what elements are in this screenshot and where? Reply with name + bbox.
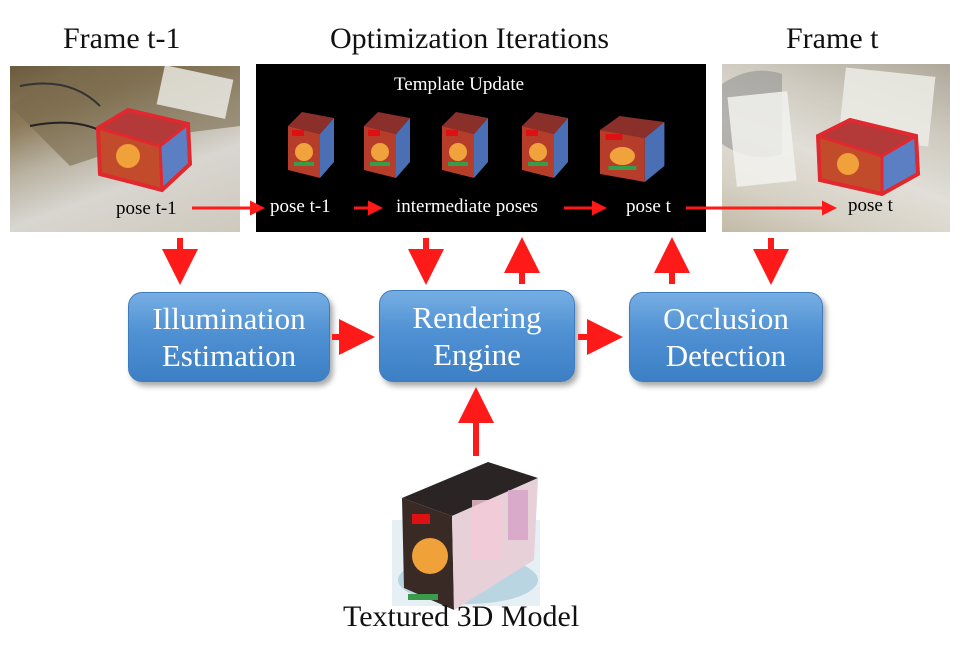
frame-curr-title: Frame t (786, 22, 879, 55)
occlusion-line-1: Occlusion (663, 301, 789, 336)
tracked-product-prev (95, 107, 193, 193)
rendering-line-1: Rendering (412, 300, 542, 335)
frame-prev-photo: pose t-1 (10, 66, 240, 232)
frame-prev-title: Frame t-1 (63, 22, 181, 55)
occlusion-line-2: Detection (665, 338, 787, 373)
rendering-line-2: Engine (433, 337, 521, 372)
illumination-line-1: Illumination (152, 301, 306, 336)
frame-prev-scene (10, 66, 240, 193)
model-label: Textured 3D Model (343, 600, 580, 633)
illumination-estimation-box: Illumination Estimation (128, 292, 330, 382)
frame-prev-pose-label: pose t-1 (116, 198, 177, 219)
textured-3d-model (388, 460, 558, 610)
occlusion-detection-box: Occlusion Detection (629, 292, 823, 382)
optimization-panel: Template Update pose t-1 intermediate po… (256, 64, 706, 232)
rendering-engine-box: Rendering Engine (379, 290, 575, 382)
optimization-title: Optimization Iterations (330, 22, 610, 55)
3d-model-image (392, 462, 540, 610)
frame-curr-pose-label: pose t (848, 195, 893, 216)
tracked-product-curr (815, 117, 921, 197)
panel-pose-prev-label: pose t-1 (270, 196, 331, 217)
template-update-label: Template Update (394, 74, 525, 95)
intermediate-poses-label: intermediate poses (396, 196, 538, 217)
panel-pose-curr-label: pose t (626, 196, 671, 217)
illumination-line-2: Estimation (161, 338, 297, 373)
